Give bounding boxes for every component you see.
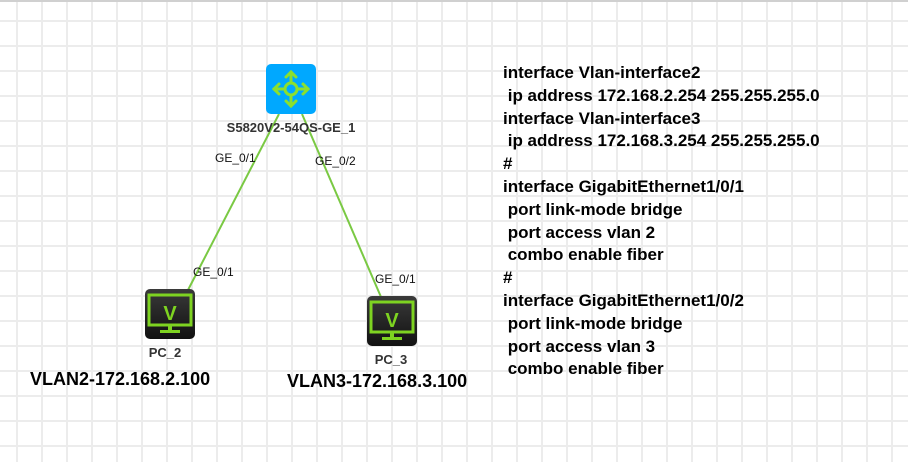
svg-text:V: V xyxy=(163,303,177,325)
switch-port-label-1: GE_0/1 xyxy=(215,151,256,165)
config-line: port link-mode bridge xyxy=(503,199,683,219)
pc3-port-label: GE_0/1 xyxy=(375,272,416,286)
pc2-port-label: GE_0/1 xyxy=(193,265,234,279)
canvas-top-border xyxy=(0,0,908,2)
config-line: interface Vlan-interface2 xyxy=(503,63,701,82)
pc-monitor-icon: V xyxy=(369,300,415,340)
config-line: interface Vlan-interface3 xyxy=(503,108,701,128)
pc2-vlan-note: VLAN2-172.168.2.100 xyxy=(30,369,211,389)
switch-node[interactable] xyxy=(266,64,316,114)
pc-monitor-icon: V xyxy=(147,293,193,333)
config-text: interface Vlan-interface2 ip address 172… xyxy=(503,62,820,381)
config-line: port access vlan 3 xyxy=(503,336,656,356)
config-line: interface GigabitEthernet1/0/2 xyxy=(503,290,744,310)
pc2-label: PC_2 xyxy=(148,345,182,360)
config-line: ip address 172.168.3.254 255.255.255.0 xyxy=(503,131,820,151)
config-line: combo enable fiber xyxy=(503,245,664,265)
config-line: interface GigabitEthernet1/0/1 xyxy=(503,176,744,196)
config-line: combo enable fiber xyxy=(503,359,664,379)
config-line: port link-mode bridge xyxy=(503,313,683,333)
pc3-label: PC_3 xyxy=(374,352,408,367)
switch-label: S5820V2-54QS-GE_1 xyxy=(226,120,356,135)
config-line: # xyxy=(503,268,513,288)
switch-port-label-2: GE_0/2 xyxy=(315,154,356,168)
link-switch-pc3[interactable] xyxy=(301,113,382,298)
link-switch-pc2[interactable] xyxy=(187,113,280,291)
l3-switch-icon xyxy=(271,69,311,109)
svg-text:V: V xyxy=(385,310,399,332)
pc2-node[interactable]: V xyxy=(145,289,195,339)
pc3-vlan-note: VLAN3-172.168.3.100 xyxy=(287,371,468,391)
config-line: # xyxy=(503,154,513,174)
pc3-node[interactable]: V xyxy=(367,296,417,346)
config-line: port access vlan 2 xyxy=(503,222,656,242)
config-line: ip address 172.168.2.254 255.255.255.0 xyxy=(503,85,820,105)
